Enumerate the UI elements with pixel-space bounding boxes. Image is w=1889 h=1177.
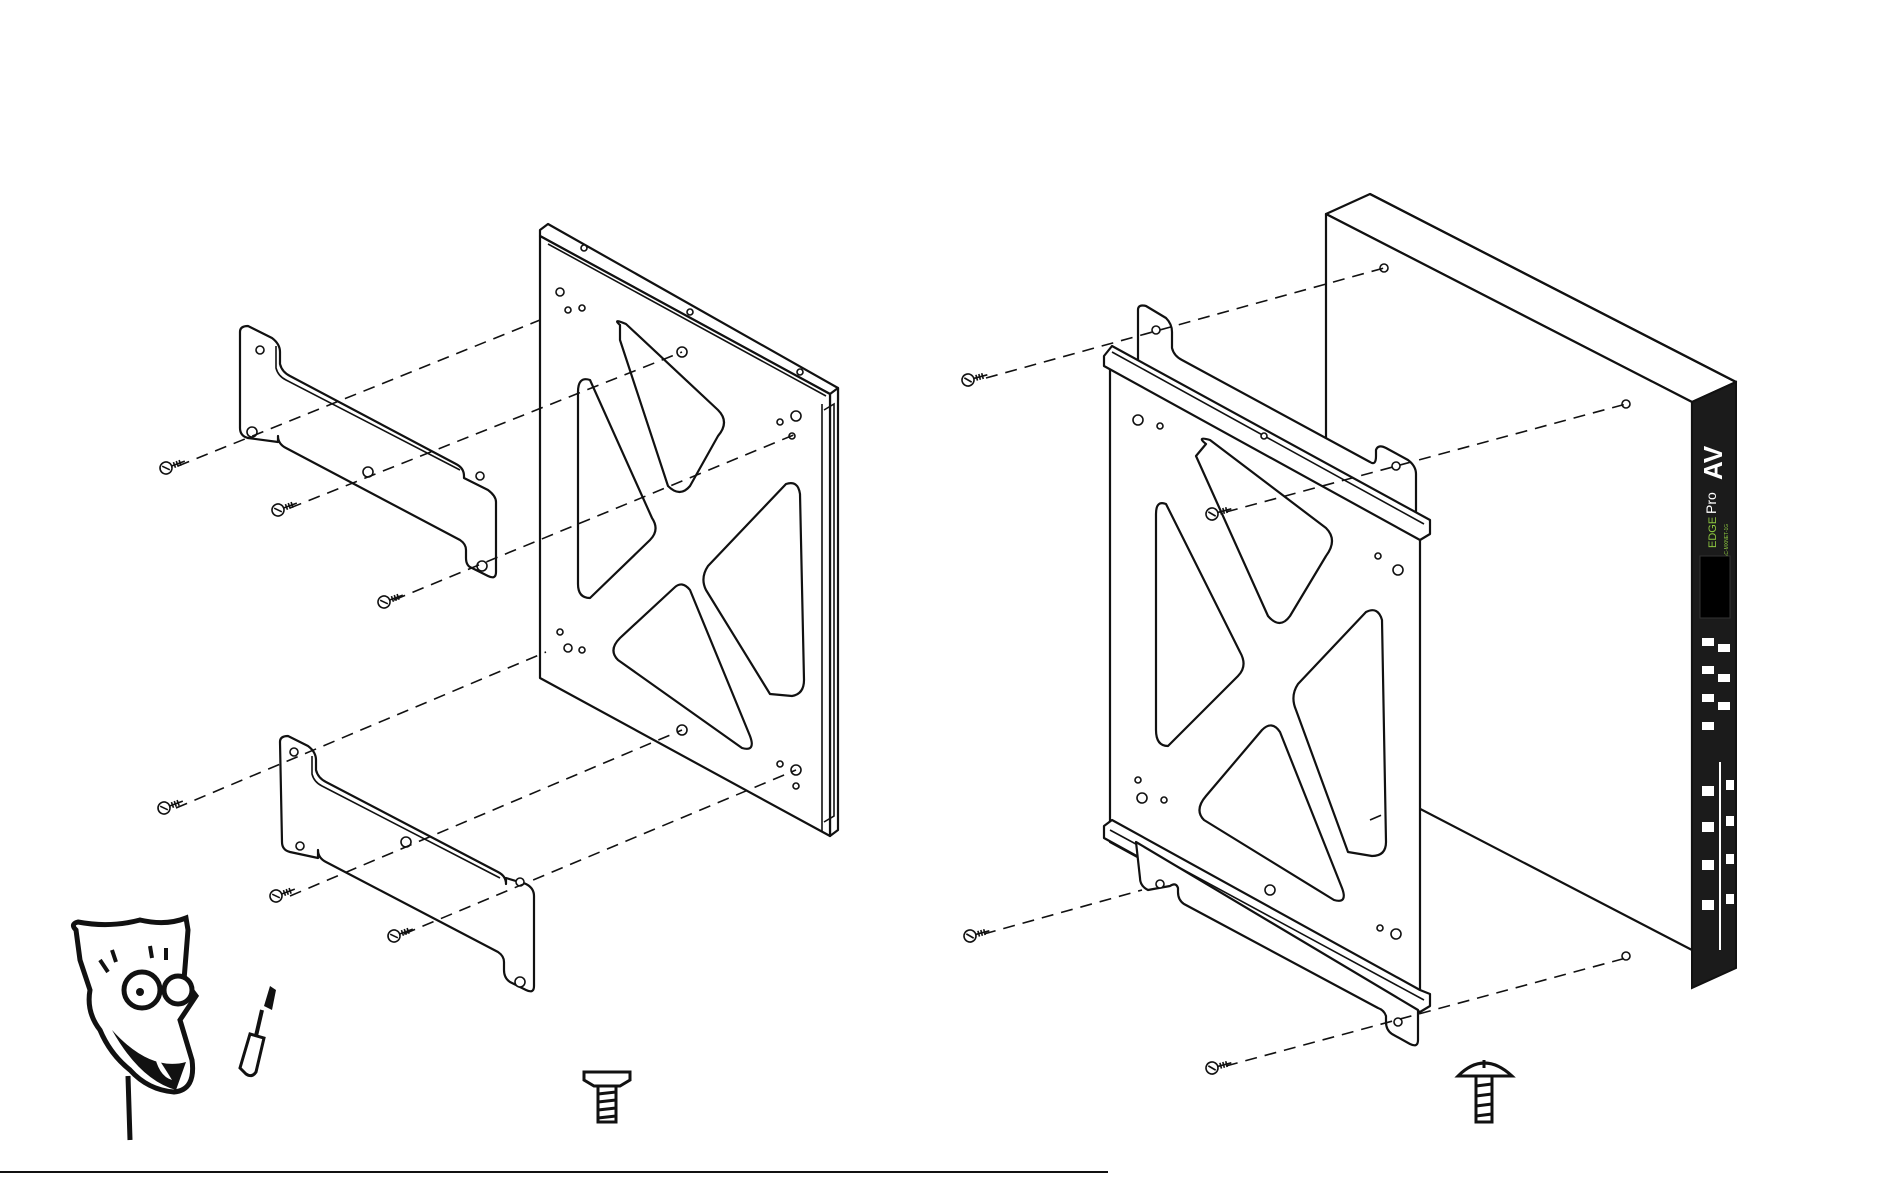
device-display — [1700, 556, 1730, 618]
plate-hole — [777, 761, 783, 767]
plate-hole — [579, 305, 585, 311]
screw — [963, 925, 991, 943]
small-bracket-lower — [280, 736, 534, 991]
screw — [1205, 1057, 1233, 1075]
mascot-face-icon — [73, 918, 196, 1140]
left-assembly — [156, 224, 838, 991]
right-assembly: AV Pro EDGE AC-MXNET-1G — [961, 194, 1736, 1075]
mounting-plate-left — [540, 224, 838, 836]
plate-hole — [1161, 797, 1167, 803]
plate-hole — [564, 644, 572, 652]
plate-hole — [557, 629, 563, 635]
plate-hole — [1393, 565, 1403, 575]
bracket-hole — [290, 748, 298, 756]
bracket-hole — [476, 472, 484, 480]
screw — [270, 498, 299, 518]
bracket-hole — [296, 842, 304, 850]
plate-hole — [1265, 885, 1275, 895]
brand-av: AV — [1698, 445, 1728, 480]
plate-hole — [579, 647, 585, 653]
plate-hole — [1377, 925, 1383, 931]
plate-hole — [1135, 777, 1141, 783]
plate-hole — [793, 783, 799, 789]
plate-hole — [1133, 415, 1143, 425]
small-bracket-upper — [240, 326, 496, 577]
plate-hole — [797, 369, 803, 375]
screw — [376, 590, 405, 610]
brand-sub: AC-MXNET-1G — [1724, 524, 1730, 558]
screw — [961, 369, 989, 387]
pan-head-screw-icon — [1458, 1060, 1512, 1122]
plate-hole — [1392, 462, 1400, 470]
bracket-hole — [256, 346, 264, 354]
plate-hole — [1137, 793, 1147, 803]
plate-hole — [1156, 880, 1164, 888]
plate-hole — [1152, 326, 1160, 334]
plate-hole — [1261, 433, 1267, 439]
plate-hole — [581, 245, 587, 251]
brand-edge: EDGE — [1707, 517, 1719, 548]
screw — [158, 456, 187, 476]
screwdriver-icon — [240, 986, 276, 1076]
plate-hole — [687, 309, 693, 315]
bracket-hole — [515, 977, 525, 987]
plate-hole — [565, 307, 571, 313]
brand-pro: Pro — [1703, 492, 1719, 514]
plate-hole — [791, 411, 801, 421]
bracket-hole — [477, 561, 487, 571]
plate-hole — [1157, 423, 1163, 429]
plate-hole — [556, 288, 564, 296]
plate-hole — [1391, 929, 1401, 939]
flat-head-screw-icon — [584, 1072, 630, 1122]
screw — [268, 884, 297, 904]
screw — [386, 924, 415, 944]
plate-hole — [777, 419, 783, 425]
plate-hole — [1375, 553, 1381, 559]
